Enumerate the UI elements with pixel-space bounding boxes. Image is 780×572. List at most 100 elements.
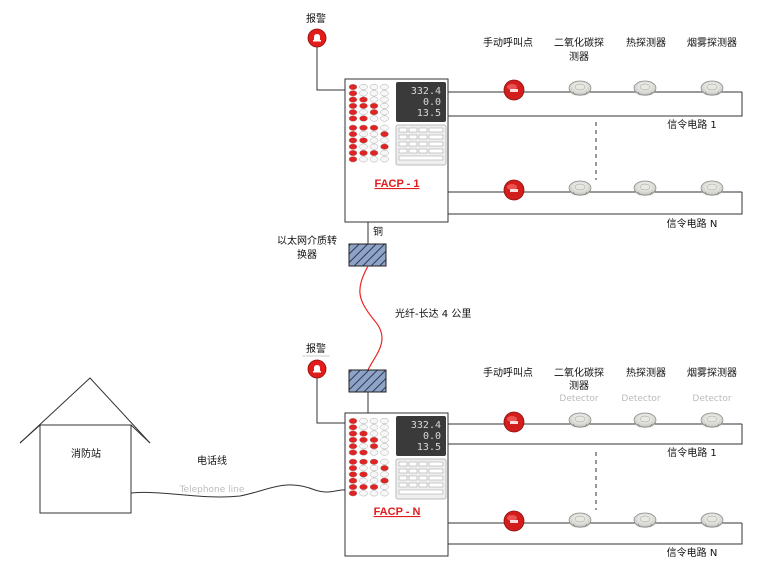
indicator-led xyxy=(348,443,358,450)
co2-detector-icon xyxy=(568,512,592,529)
indicator-led xyxy=(369,436,379,443)
indicator-led xyxy=(369,443,379,450)
indicator-led xyxy=(380,430,389,437)
fire-station-label: 消防站 xyxy=(71,447,101,460)
indicator-led xyxy=(359,115,368,122)
facp-1-lcd-line2: 0.0 xyxy=(423,97,441,108)
signal-circuit-1-label: 信令电路 1 xyxy=(667,118,717,131)
ghost-detector-label: Detector xyxy=(559,394,599,404)
media-converter-label-2: 换器 xyxy=(297,248,317,261)
indicator-led xyxy=(359,477,368,484)
facp-1-lcd-line3: 13.5 xyxy=(417,108,441,119)
indicator-led xyxy=(380,149,389,156)
indicator-led xyxy=(369,90,379,97)
heat-detector-label: 热探测器 xyxy=(626,36,666,49)
co2-detector-icon xyxy=(568,180,592,197)
media-converter-top-icon xyxy=(348,243,387,267)
smoke-detector-icon xyxy=(700,180,724,197)
indicator-led xyxy=(348,109,358,116)
indicator-led xyxy=(380,458,389,465)
indicator-led xyxy=(359,483,368,490)
indicator-led xyxy=(380,417,389,424)
heat-detector-label: 热探测器 xyxy=(626,366,666,379)
indicator-led xyxy=(380,443,389,450)
indicator-led xyxy=(369,483,379,490)
network-link: 铜 以太网介质转 换器 光纤-长达 4 公里 xyxy=(277,222,471,413)
indicator-led xyxy=(348,417,358,424)
fire-station: 消防站 电话线 Telephone line xyxy=(19,377,346,514)
indicator-led xyxy=(348,424,358,431)
co2-detector-icon xyxy=(568,80,592,97)
indicator-led xyxy=(359,436,368,443)
manual-call-label: 手动呼叫点 xyxy=(483,366,533,379)
co2-detector-icon xyxy=(568,412,592,429)
fire-station-building xyxy=(39,424,132,514)
indicator-led xyxy=(348,483,358,490)
facp-n-group: 报警 332.4 0.0 13.5 FACP - N 手动呼叫点 二氧化碳探 测… xyxy=(302,342,743,559)
indicator-led xyxy=(369,115,379,122)
indicator-led xyxy=(359,109,368,116)
ghost-detector-label: Detector xyxy=(692,394,732,404)
signal-circuit-1-label: 信令电路 1 xyxy=(667,446,717,459)
indicator-led xyxy=(380,449,389,456)
indicator-led xyxy=(348,115,358,122)
co2-detector-label-1: 二氧化碳探 xyxy=(554,366,604,379)
indicator-led xyxy=(380,143,389,150)
alarm-bottom-label: 报警 xyxy=(306,342,326,355)
fire-station-roof xyxy=(19,377,151,444)
indicator-led xyxy=(359,131,368,138)
indicator-led xyxy=(359,102,368,109)
indicator-led xyxy=(359,430,368,437)
indicator-led xyxy=(380,90,389,97)
facp-n-led-grid xyxy=(348,417,389,497)
indicator-led xyxy=(369,124,379,131)
indicator-led xyxy=(369,465,379,472)
ghost-phone-line-label: Telephone line xyxy=(179,485,245,495)
indicator-led xyxy=(348,131,358,138)
phone-line-label: 电话线 xyxy=(197,454,227,467)
indicator-led xyxy=(359,490,368,497)
indicator-led xyxy=(359,90,368,97)
alarm-bell-icon xyxy=(307,28,327,48)
fiber-cable xyxy=(359,265,383,371)
alarm-top-label: 报警 xyxy=(306,12,326,25)
indicator-led xyxy=(380,83,389,90)
indicator-led xyxy=(369,417,379,424)
smoke-detector-label: 烟雾探测器 xyxy=(687,366,737,379)
indicator-led xyxy=(369,156,379,163)
facp-1-led-grid xyxy=(348,83,389,163)
indicator-led xyxy=(380,483,389,490)
facp-n-lcd-line3: 13.5 xyxy=(417,442,441,453)
co2-detector-label-2: 测器 xyxy=(569,379,589,392)
indicator-led xyxy=(359,449,368,456)
indicator-led xyxy=(380,96,389,103)
indicator-led xyxy=(348,143,358,150)
indicator-led xyxy=(348,477,358,484)
alarm-bell-icon xyxy=(307,359,327,379)
copper-label: 铜 xyxy=(373,226,383,238)
indicator-led xyxy=(359,149,368,156)
smoke-detector-icon xyxy=(700,512,724,529)
indicator-led xyxy=(359,83,368,90)
indicator-led xyxy=(348,102,358,109)
signal-circuit-n-label: 信令电路 N xyxy=(667,546,718,559)
fiber-label: 光纤-长达 4 公里 xyxy=(395,307,471,320)
media-converter-bottom-icon xyxy=(348,369,387,393)
facp-n-lcd-line2: 0.0 xyxy=(423,431,441,442)
indicator-led xyxy=(348,149,358,156)
facp-n-lcd-line1: 332.4 xyxy=(411,420,441,431)
indicator-led xyxy=(359,124,368,131)
indicator-led xyxy=(348,137,358,144)
indicator-led xyxy=(348,430,358,437)
indicator-led xyxy=(359,96,368,103)
indicator-led xyxy=(369,102,379,109)
indicator-led xyxy=(380,424,389,431)
facp-1-label: FACP - 1 xyxy=(374,178,419,190)
manual-call-point-icon xyxy=(503,79,525,101)
facp-1-panel: 332.4 0.0 13.5 FACP - 1 xyxy=(344,78,449,223)
heat-detector-icon xyxy=(633,180,657,197)
indicator-led xyxy=(359,458,368,465)
indicator-led xyxy=(369,96,379,103)
smoke-detector-label: 烟雾探测器 xyxy=(687,36,737,49)
